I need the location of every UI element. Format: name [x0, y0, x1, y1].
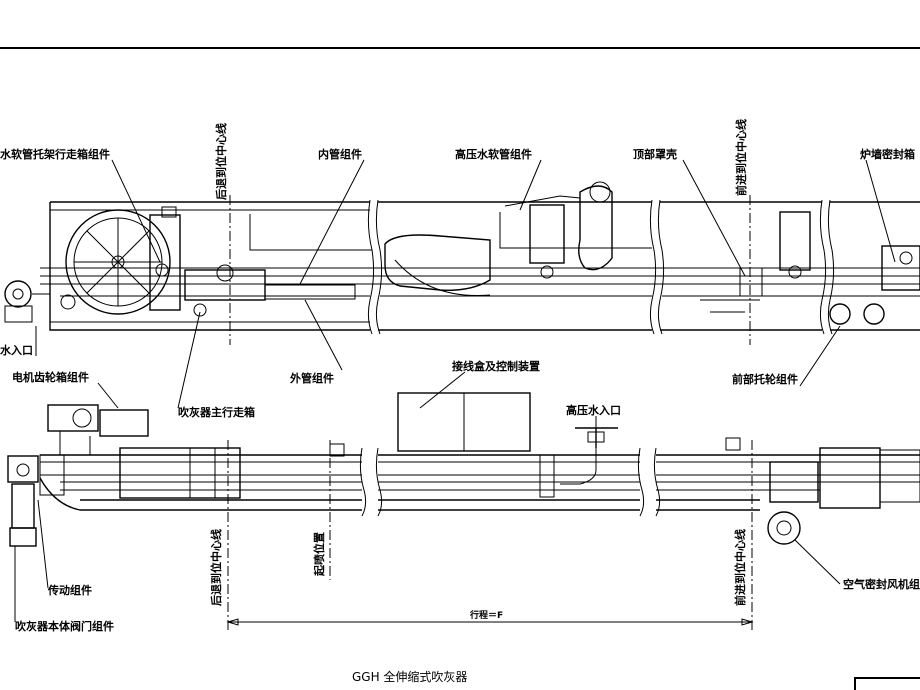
leader-hose-carriage [111, 159, 161, 263]
leader-front-roller [799, 325, 841, 387]
bottom-plan-view [7, 392, 920, 547]
forward-centerline-top-label: 前进到位中心线 [734, 119, 748, 196]
label-hose-carriage: 水软管托架行走箱组件 [0, 147, 110, 161]
top-elevation-view [4, 181, 920, 335]
retract-centerline-top-label: 后退到位中心线 [214, 123, 228, 200]
leader-top-cover [682, 159, 746, 277]
leader-outer-tube [304, 299, 343, 371]
leader-main-carriage [177, 311, 201, 409]
label-top-cover: 顶部罩壳 [633, 147, 677, 161]
leader-drive [37, 499, 49, 589]
title-block-corner [854, 677, 920, 690]
stroke-label: 行程＝F [469, 609, 503, 621]
leader-wall-seal [865, 159, 896, 263]
label-front-roller: 前部托轮组件 [732, 372, 798, 386]
label-outer-tube: 外管组件 [289, 371, 334, 385]
start-position-label: 起喷位置 [312, 532, 326, 577]
label-hp-hose: 高压水软管组件 [455, 147, 532, 161]
leader-hp-hose [519, 159, 542, 211]
label-valve: 吹灰器本体阀门组件 [15, 619, 114, 633]
stroke-dimension [226, 618, 754, 626]
label-hp-water-inlet: 高压水入口 [566, 403, 621, 417]
leader-air-seal [794, 539, 841, 585]
label-inner-tube: 内管组件 [318, 147, 362, 161]
label-motor-gearbox: 电机齿轮箱组件 [12, 370, 89, 384]
label-main-carriage: 吹灰器主行走箱 [178, 405, 255, 419]
drawing-caption: GGH 全伸缩式吹灰器 [352, 669, 467, 684]
label-water-inlet: 水入口 [0, 343, 33, 357]
leader-junction-box [419, 371, 466, 409]
label-wall-seal: 炉墙密封箱 [860, 147, 915, 161]
forward-centerline-bottom-label: 前进到位中心线 [733, 529, 747, 606]
label-junction-box: 接线盒及控制装置 [452, 359, 540, 373]
label-air-seal: 空气密封风机组 [843, 577, 920, 591]
leader-motor-gearbox [97, 382, 119, 409]
leader-inner-tube [299, 159, 365, 285]
retract-centerline-bottom-label: 后退到位中心线 [209, 529, 223, 606]
label-drive: 传动组件 [47, 583, 92, 597]
